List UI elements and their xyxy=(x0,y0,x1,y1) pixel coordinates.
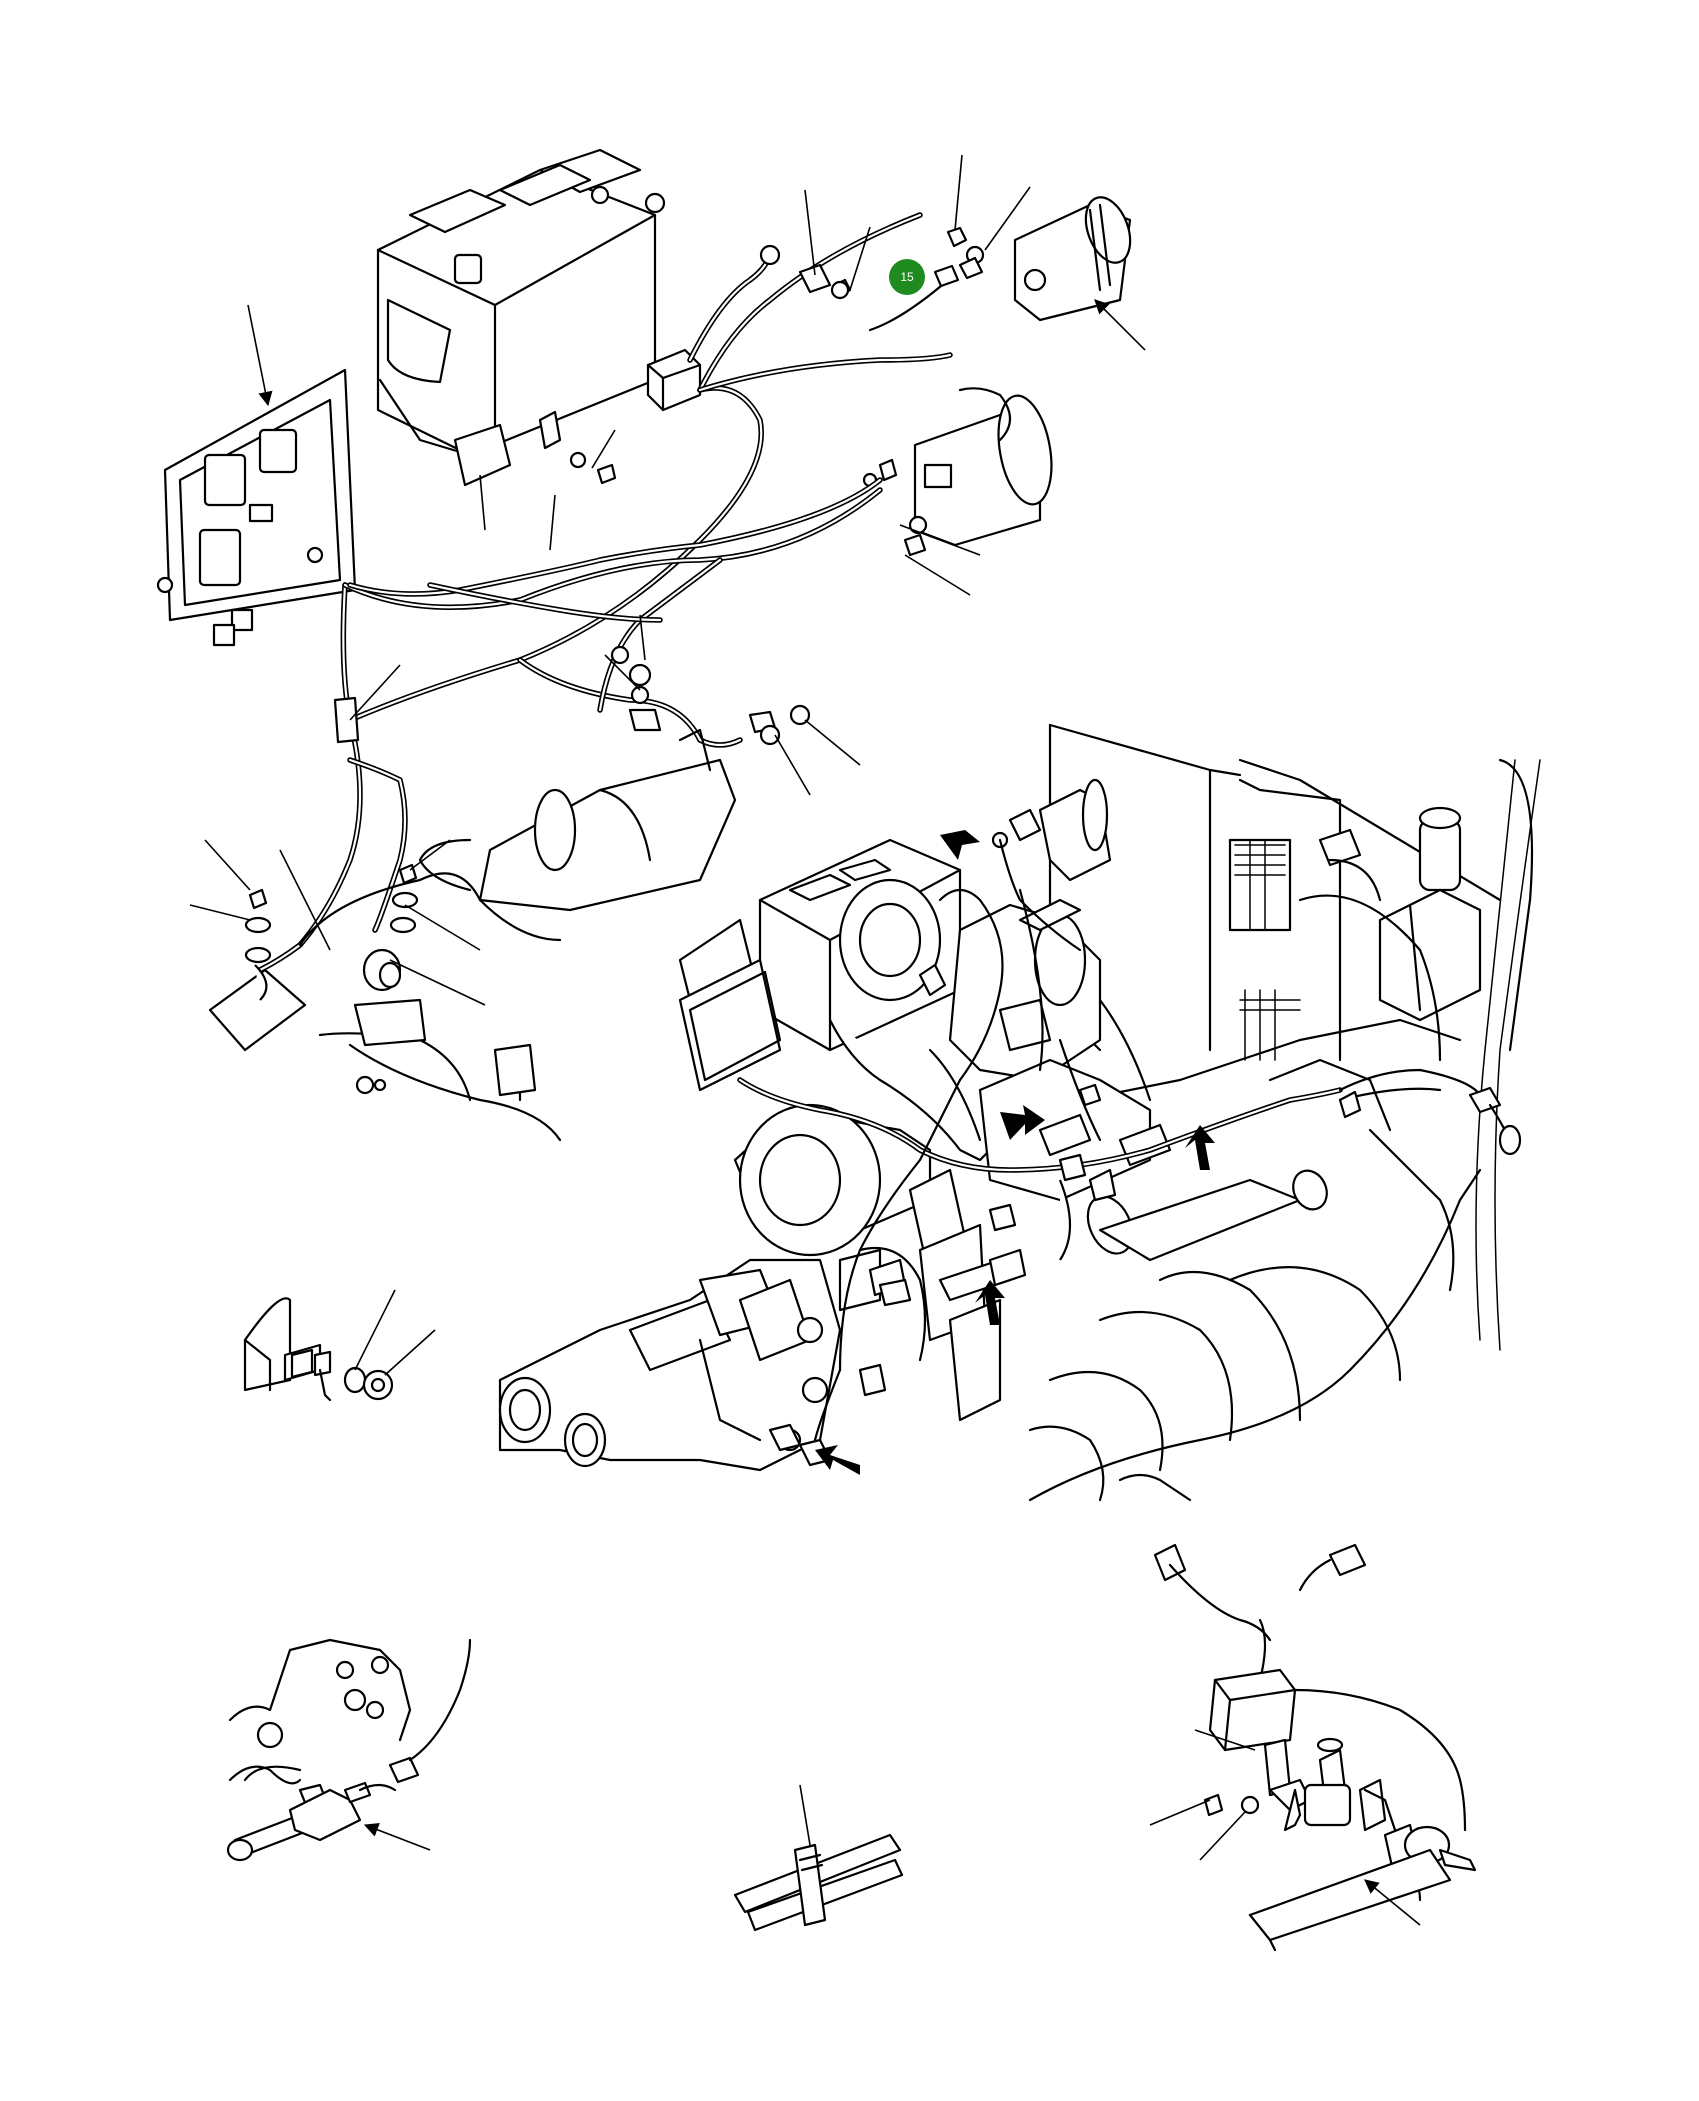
harness-sleeve xyxy=(333,696,360,744)
starter-motor xyxy=(418,728,737,942)
alternator xyxy=(862,387,1053,557)
callout-label: 15 xyxy=(900,270,914,284)
detail-stud-nut xyxy=(243,1289,436,1402)
callout-circle xyxy=(889,259,925,295)
overview-harness xyxy=(737,838,1522,1442)
solenoid xyxy=(1013,196,1132,322)
detail-cable-tie xyxy=(733,1784,904,1932)
battery-box xyxy=(376,148,666,457)
battery-ground-cable xyxy=(347,477,883,746)
junction-box xyxy=(646,348,702,412)
nut-washer-stack xyxy=(946,226,985,280)
leader-lines-top xyxy=(189,154,1146,1006)
chassis-ground-bracket xyxy=(208,968,562,1142)
ground-cable-assembly xyxy=(759,244,852,300)
ground-bolt-stack-left xyxy=(244,888,272,1001)
detail-sensor xyxy=(226,1638,472,1862)
tractor-overview xyxy=(498,723,1541,1502)
connector-15 xyxy=(868,264,960,332)
callout-badge[interactable]: 15 xyxy=(889,259,925,295)
detail-relay-bracket xyxy=(1149,1543,1477,1952)
relay-block xyxy=(453,410,617,487)
overview-arrows xyxy=(815,830,1215,1475)
control-panel xyxy=(156,368,357,647)
